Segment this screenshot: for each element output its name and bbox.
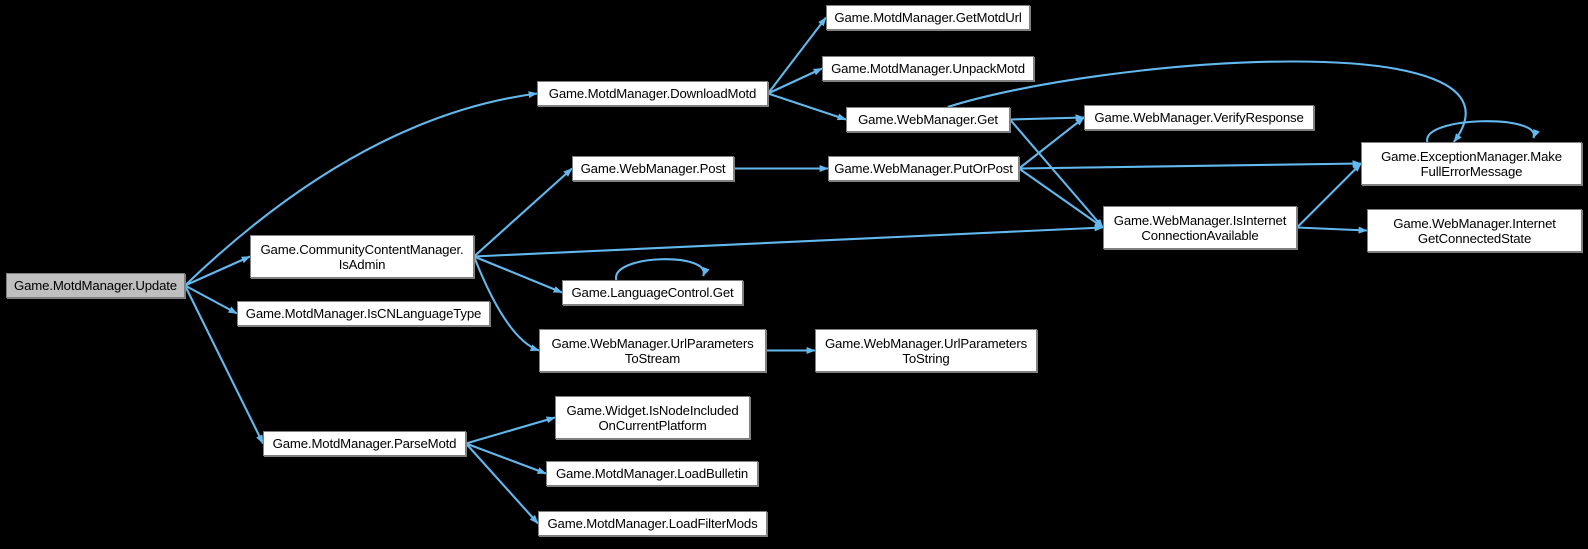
graph-edge-parsemotd-to-loadbulletin [465, 442, 547, 475]
graph-edge-update-to-isadmin [184, 255, 251, 287]
graph-node-loadfiltermods[interactable]: Game.MotdManager.LoadFilterMods [538, 511, 767, 536]
graph-node-label: Game.WebManager.VerifyResponse [1094, 110, 1304, 125]
graph-node-label: Game.WebManager.Internet GetConnectedSta… [1393, 215, 1556, 246]
graph-edge-downloadmotd-to-getmotdurl [767, 16, 827, 95]
graph-node-loadbulletin[interactable]: Game.MotdManager.LoadBulletin [546, 461, 758, 486]
graph-edge-isadmin-to-urltostream [473, 256, 540, 352]
graph-node-label: Game.WebManager.UrlParameters ToStream [551, 335, 754, 366]
graph-node-unpackmotd[interactable]: Game.MotdManager.UnpackMotd [822, 56, 1034, 81]
graph-node-putorpost[interactable]: Game.WebManager.PutOrPost [828, 156, 1019, 181]
graph-node-label: Game.MotdManager.LoadBulletin [555, 466, 749, 481]
graph-edge-webget-to-isinternet [1009, 118, 1104, 229]
graph-node-isnodeincl[interactable]: Game.Widget.IsNodeIncluded OnCurrentPlat… [555, 396, 750, 439]
graph-edge-update-to-parsemotd [184, 285, 264, 445]
graph-node-urltostream[interactable]: Game.WebManager.UrlParameters ToStream [539, 329, 766, 372]
graph-edge-isadmin-to-isinternet [473, 224, 1104, 258]
graph-node-label: Game.WebManager.PutOrPost [834, 161, 1013, 176]
graph-edge-langget-to-langget [615, 258, 710, 281]
graph-node-parsemotd[interactable]: Game.MotdManager.ParseMotd [263, 431, 466, 456]
graph-edge-downloadmotd-to-webget [767, 92, 847, 121]
graph-node-label: Game.MotdManager.Update [14, 278, 177, 293]
graph-node-webget[interactable]: Game.WebManager.Get [846, 107, 1010, 132]
graph-node-label: Game.MotdManager.ParseMotd [272, 436, 457, 451]
graph-node-isadmin[interactable]: Game.CommunityContentManager. IsAdmin [250, 235, 474, 278]
graph-edge-putorpost-to-verifyresp [1018, 116, 1085, 170]
graph-node-getmotdurl[interactable]: Game.MotdManager.GetMotdUrl [826, 5, 1030, 30]
graph-edge-webget-to-makefullerr [947, 60, 1467, 143]
graph-node-label: Game.Widget.IsNodeIncluded OnCurrentPlat… [566, 402, 739, 433]
graph-edge-parsemotd-to-loadfiltermods [465, 442, 539, 525]
graph-node-langget[interactable]: Game.LanguageControl.Get [562, 280, 743, 305]
graph-node-label: Game.MotdManager.LoadFilterMods [547, 516, 758, 531]
graph-edge-isadmin-to-webpost [473, 167, 573, 258]
graph-node-isinternet[interactable]: Game.WebManager.IsInternet ConnectionAva… [1103, 206, 1297, 249]
graph-node-verifyresp[interactable]: Game.WebManager.VerifyResponse [1084, 105, 1314, 130]
graph-node-webpost[interactable]: Game.WebManager.Post [572, 156, 734, 181]
graph-node-urltostring[interactable]: Game.WebManager.UrlParameters ToString [815, 329, 1037, 372]
graph-node-label: Game.CommunityContentManager. IsAdmin [260, 241, 464, 272]
graph-edge-update-to-iscnlang [184, 284, 238, 315]
graph-edge-makefullerr-to-makefullerr [1426, 120, 1540, 143]
graph-edge-webget-to-verifyresp [1009, 114, 1085, 122]
graph-node-label: Game.WebManager.Post [580, 161, 726, 176]
graph-node-update[interactable]: Game.MotdManager.Update [6, 273, 185, 298]
graph-edge-isadmin-to-langget [473, 255, 563, 294]
graph-node-label: Game.MotdManager.DownloadMotd [548, 86, 757, 101]
graph-node-label: Game.ExceptionManager.Make FullErrorMess… [1381, 148, 1562, 179]
graph-node-label: Game.WebManager.IsInternet ConnectionAva… [1113, 212, 1287, 243]
graph-edge-isinternet-to-makefullerr [1296, 162, 1362, 229]
graph-edge-putorpost-to-makefullerr [1018, 160, 1362, 170]
graph-edge-putorpost-to-isinternet [1018, 167, 1104, 229]
graph-edge-isinternet-to-internetstate [1296, 226, 1368, 234]
graph-node-downloadmotd[interactable]: Game.MotdManager.DownloadMotd [537, 81, 768, 106]
graph-node-internetstate[interactable]: Game.WebManager.Internet GetConnectedSta… [1367, 209, 1582, 252]
graph-node-label: Game.MotdManager.GetMotdUrl [834, 10, 1022, 25]
graph-node-iscnlang[interactable]: Game.MotdManager.IsCNLanguageType [237, 301, 490, 326]
graph-edge-parsemotd-to-isnodeincl [465, 416, 556, 445]
graph-edge-update-to-downloadmotd [184, 91, 538, 287]
graph-node-label: Game.WebManager.UrlParameters ToString [824, 335, 1028, 366]
graph-node-label: Game.MotdManager.UnpackMotd [831, 61, 1025, 76]
graph-edge-downloadmotd-to-unpackmotd [767, 67, 823, 95]
graph-node-makefullerr[interactable]: Game.ExceptionManager.Make FullErrorMess… [1361, 142, 1582, 185]
graph-node-label: Game.LanguageControl.Get [571, 285, 734, 300]
graph-node-label: Game.MotdManager.IsCNLanguageType [245, 306, 482, 321]
graph-node-label: Game.WebManager.Get [858, 112, 998, 127]
